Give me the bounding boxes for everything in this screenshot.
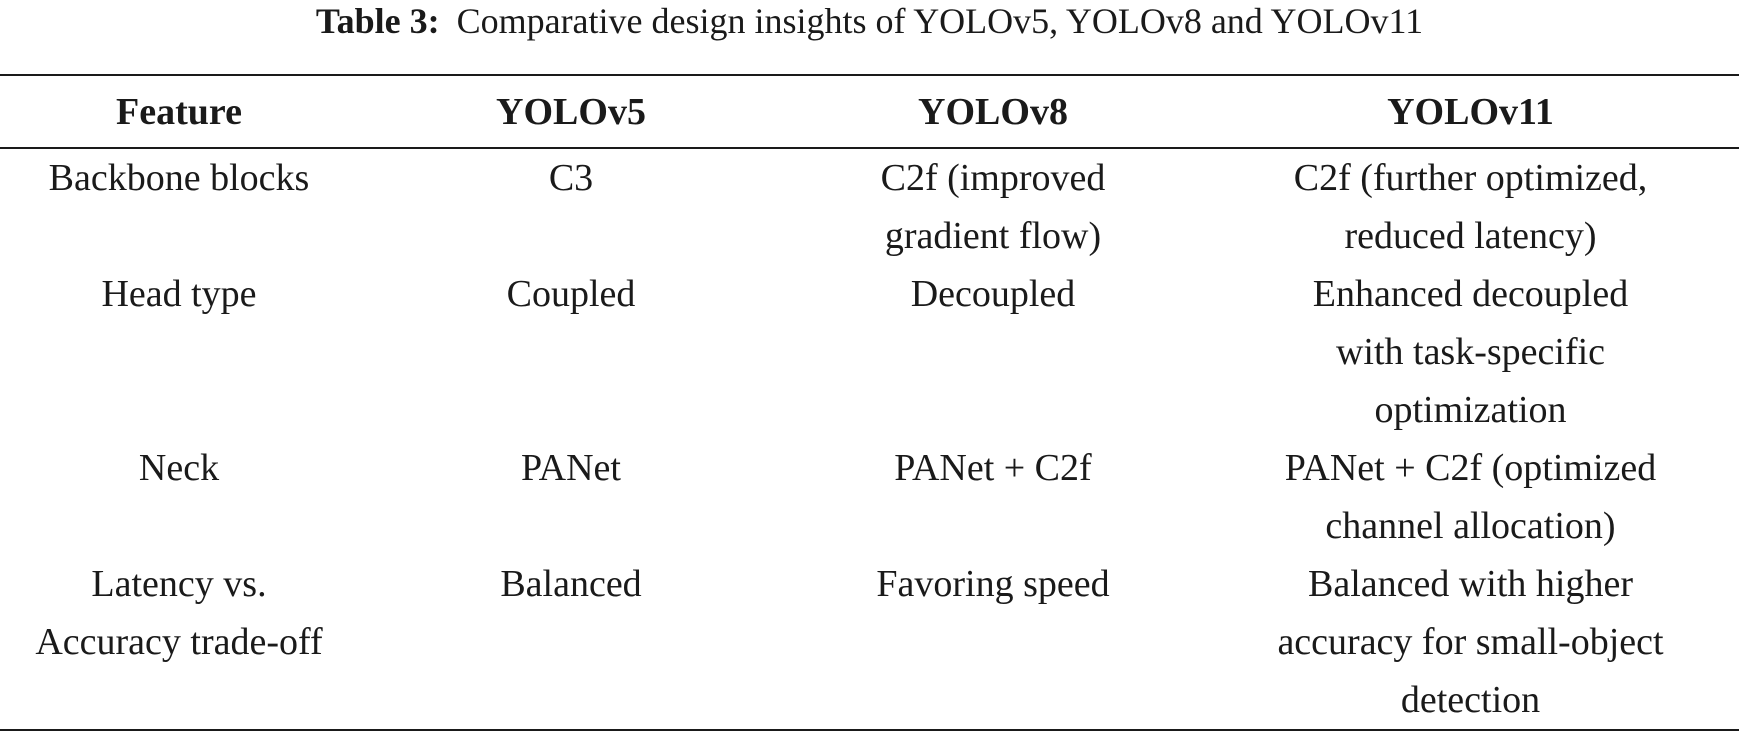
table-row: Head type Coupled Decoupled Enhanced dec… (0, 265, 1739, 439)
feature-cell: Neck (138, 447, 220, 489)
feature-cell: Latency vs. Accuracy trade-off (35, 563, 323, 663)
comparison-table: Feature YOLOv5 YOLOv8 YOLOv11 Backbone b… (0, 74, 1739, 731)
header-feature: Feature (116, 90, 242, 133)
yolov8-cell: Decoupled (910, 273, 1076, 315)
yolov5-cell: Coupled (506, 273, 636, 315)
yolov5-cell: C3 (548, 157, 594, 199)
table-row: Backbone blocks C3 C2f (improved gradien… (0, 148, 1739, 265)
feature-cell: Head type (101, 273, 257, 315)
yolov11-cell: C2f (further optimized, reduced latency) (1293, 157, 1648, 257)
header-yolov11: YOLOv11 (1387, 90, 1554, 133)
header-yolov5: YOLOv5 (496, 90, 646, 133)
yolov8-cell: Favoring speed (876, 563, 1110, 605)
table-row: Neck PANet PANet + C2f PANet + C2f (opti… (0, 439, 1739, 555)
table-caption: Table 3: Comparative design insights of … (0, 0, 1739, 41)
table-row: Latency vs. Accuracy trade-off Balanced … (0, 555, 1739, 730)
header-yolov8: YOLOv8 (918, 90, 1068, 133)
yolov11-cell: Enhanced decoupled with task-specific op… (1312, 273, 1629, 431)
caption-label: Table 3: (315, 1, 440, 41)
yolov11-cell: Balanced with higher accuracy for small-… (1277, 563, 1664, 721)
feature-cell: Backbone blocks (48, 157, 310, 199)
yolov11-cell: PANet + C2f (optimized channel allocatio… (1284, 447, 1657, 547)
header-row: Feature YOLOv5 YOLOv8 YOLOv11 (0, 75, 1739, 148)
yolov5-cell: PANet (521, 447, 621, 489)
yolov8-cell: C2f (improved gradient flow) (880, 157, 1106, 257)
caption-text: Comparative design insights of YOLOv5, Y… (456, 1, 1424, 41)
yolov8-cell: PANet + C2f (894, 447, 1092, 489)
yolov5-cell: Balanced (500, 563, 642, 605)
